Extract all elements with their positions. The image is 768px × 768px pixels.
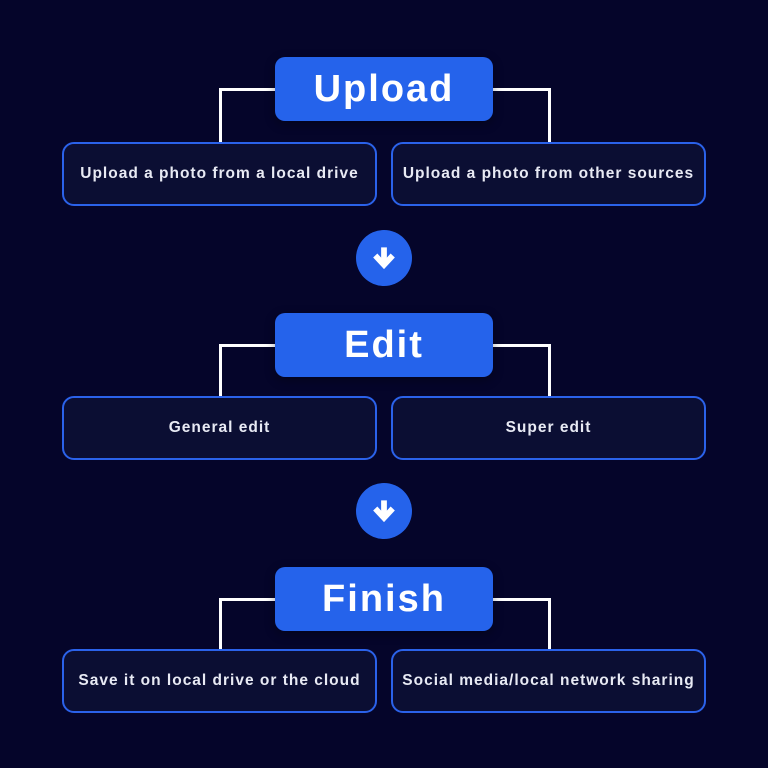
flow-node-label: Social media/local network sharing bbox=[402, 672, 695, 689]
arrow-down-icon bbox=[373, 500, 395, 523]
step-title: Finish bbox=[322, 577, 446, 620]
flow-node-upload-local: Upload a photo from a local drive bbox=[62, 142, 377, 206]
flow-node-save: Save it on local drive or the cloud bbox=[62, 649, 377, 713]
step-title: Edit bbox=[344, 323, 424, 366]
flow-node-general-edit: General edit bbox=[62, 396, 377, 460]
flow-node-label: General edit bbox=[168, 419, 271, 436]
step-header-finish: Finish bbox=[275, 567, 493, 631]
flow-node-upload-other: Upload a photo from other sources bbox=[391, 142, 706, 206]
step-separator bbox=[356, 483, 412, 539]
flow-node-label: Upload a photo from a local drive bbox=[80, 165, 359, 182]
step-header-edit: Edit bbox=[275, 313, 493, 377]
flow-node-label: Super edit bbox=[505, 419, 592, 436]
flow-node-share: Social media/local network sharing bbox=[391, 649, 706, 713]
arrow-down-icon bbox=[373, 247, 395, 270]
flow-node-label: Upload a photo from other sources bbox=[402, 165, 695, 182]
flow-node-label: Save it on local drive or the cloud bbox=[78, 672, 361, 689]
flow-node-super-edit: Super edit bbox=[391, 396, 706, 460]
step-title: Upload bbox=[313, 67, 455, 110]
step-header-upload: Upload bbox=[275, 57, 493, 121]
step-separator bbox=[356, 230, 412, 286]
